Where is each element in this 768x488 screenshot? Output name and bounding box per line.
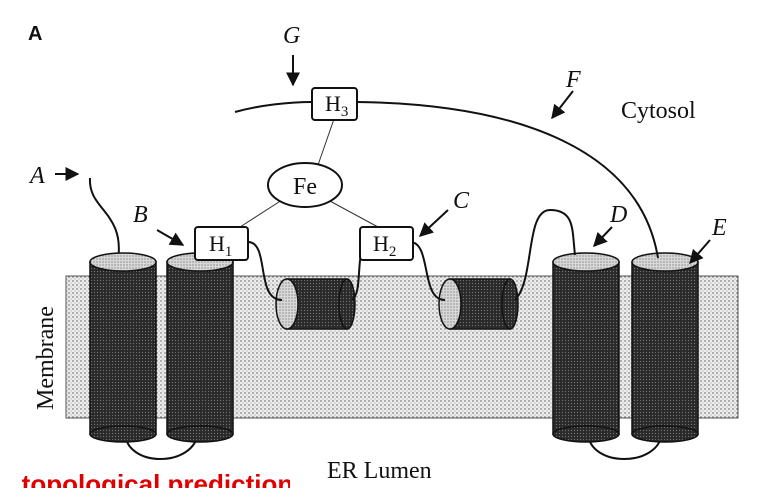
amphipathic-helix-right [438,278,519,330]
histidine-box-h2: H2 [359,226,414,261]
transmembrane-helix-1 [89,252,157,443]
amphipathic-helix-left [275,278,356,330]
loop-h1-to-amph-left [247,241,283,301]
pointer-e: E [711,215,727,241]
transmembrane-helix-2 [166,252,234,443]
n-terminus-tail [88,177,120,261]
pointer-b: B [133,202,148,228]
svg-text:H2: H2 [373,231,396,260]
cytosolic-arc-h3 [234,101,313,113]
h1-base: H [209,231,225,256]
iron-center: Fe [267,162,343,208]
h1-sub: 1 [225,244,233,260]
loop-h2-to-amph-right [409,241,446,301]
svg-text:H3: H3 [325,91,348,120]
pointer-d: D [609,202,627,228]
cytosolic-arc-to-helix4 [356,101,659,259]
h3-sub: 3 [341,104,349,120]
svg-text:H1: H1 [209,231,232,260]
transmembrane-helix-4 [631,252,699,443]
fe-h1-link [239,199,283,228]
h3-base: H [325,91,341,116]
pointer-f: F [565,67,581,93]
h2-base: H [373,231,389,256]
arrow-f [551,90,574,120]
iron-label: Fe [293,174,317,200]
arrow-c [418,209,449,237]
panel-label: A [28,23,42,45]
pointer-a: A [28,163,45,189]
fe-h2-link [327,199,379,228]
h3-fe-link [317,118,335,166]
footer-caption-fragment: ...topological prediction [0,470,290,488]
cytosol-label: Cytosol [621,98,696,124]
histidine-box-h1: H1 [194,226,249,261]
membrane-label: Membrane [33,306,59,410]
histidine-box-h3: H3 [311,87,358,121]
transmembrane-helix-3 [552,252,620,443]
lumen-loop-right [587,431,663,460]
pointer-c: C [453,188,470,214]
lumen-label: ER Lumen [327,458,432,484]
pointer-g: G [283,23,300,49]
arrow-b [156,229,185,246]
arrow-d [593,226,613,248]
h2-sub: 2 [389,244,397,260]
loop-amph-right-to-helix3 [514,208,576,301]
arrow-e [689,239,711,265]
